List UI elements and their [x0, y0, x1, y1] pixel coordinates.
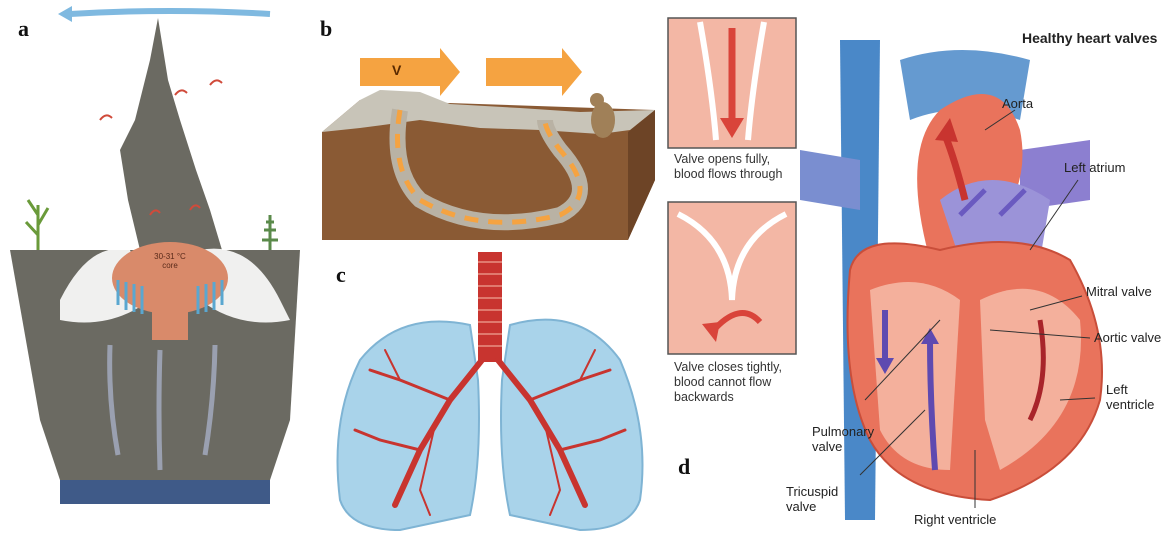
label-mitral-valve: Mitral valve — [1086, 284, 1152, 299]
label-pulmonary-valve: Pulmonary valve — [812, 424, 874, 454]
label-aorta: Aorta — [1002, 96, 1033, 111]
label-left-atrium: Left atrium — [1064, 160, 1125, 175]
valve-closed-caption: Valve closes tightly, blood cannot flow … — [674, 360, 782, 405]
label-tricuspid-valve: Tricuspid valve — [786, 484, 838, 514]
pulmonary-artery-left — [800, 150, 860, 210]
valve-open-caption: Valve opens fully, blood flows through — [674, 152, 782, 182]
label-aortic-valve: Aortic valve — [1094, 330, 1161, 345]
label-right-ventricle: Right ventricle — [914, 512, 996, 527]
heart-valves-title: Healthy heart valves — [1022, 30, 1157, 46]
label-left-ventricle: Left ventricle — [1106, 382, 1154, 412]
